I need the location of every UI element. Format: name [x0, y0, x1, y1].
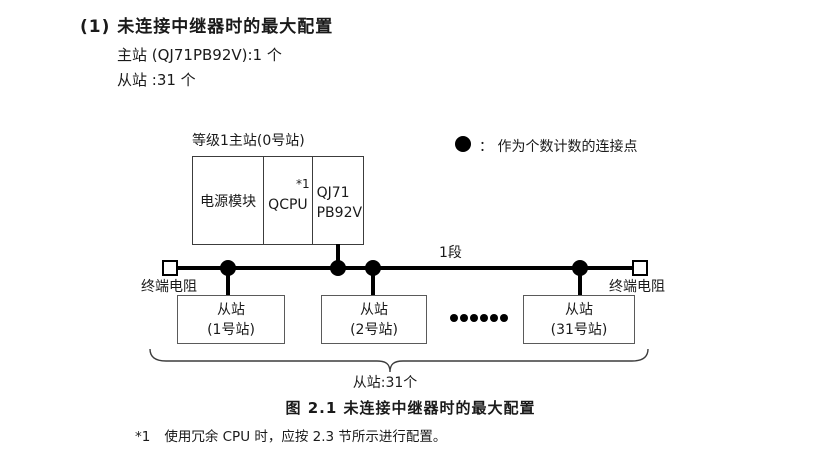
slave-station-31-box: 从站 (31号站)	[523, 295, 635, 344]
connection-dot-slave1	[220, 260, 236, 276]
module-name-line1: QJ71	[316, 185, 350, 201]
connection-dot-slave31	[572, 260, 588, 276]
figure-caption: 图 2.1 未连接中继器时的最大配置	[285, 399, 536, 417]
brace-under-slaves	[149, 348, 649, 373]
section-title: (1) 未连接中继器时的最大配置	[80, 17, 334, 37]
segment-label: 1段	[439, 245, 462, 261]
slave-1-line2: (1号站)	[207, 321, 255, 338]
terminating-resistor-left-label: 终端电阻	[141, 279, 197, 295]
slave-2-line2: (2号站)	[350, 321, 398, 338]
drop-line-master	[336, 244, 340, 268]
drop-line-slave31	[578, 270, 582, 296]
footnote-marker: *1	[135, 429, 151, 445]
slave-31-line2: (31号站)	[550, 321, 608, 338]
drop-line-slave1	[226, 270, 230, 296]
slave-31-line1: 从站	[565, 301, 593, 318]
footnote-text: 使用冗余 CPU 时，应按 2.3 节所示进行配置。	[164, 429, 447, 445]
ellipsis-dots-icon	[450, 314, 508, 322]
slave-station-1-box: 从站 (1号站)	[177, 295, 285, 344]
slave-station-2-box: 从站 (2号站)	[321, 295, 427, 344]
slave-2-line1: 从站	[360, 301, 388, 318]
power-module-cell: 电源模块	[193, 157, 265, 244]
master-station-box: 电源模块 *1 QCPU QJ71 PB92V	[192, 156, 364, 245]
cpu-label: QCPU	[268, 197, 308, 213]
slave-1-line1: 从站	[217, 301, 245, 318]
connection-point-dot-icon	[455, 136, 471, 152]
master-station-label: 等级1主站(0号站)	[192, 133, 305, 149]
pb92v-module-cell: QJ71 PB92V	[313, 157, 363, 244]
terminating-resistor-right-icon	[632, 260, 648, 276]
terminating-resistor-left-icon	[162, 260, 178, 276]
master-count-line: 主站 (QJ71PB92V):1 个	[117, 46, 282, 64]
brace-label: 从站:31个	[352, 375, 418, 391]
drop-line-slave2	[371, 270, 375, 296]
slave-count-line: 从站 :31 个	[117, 71, 196, 89]
cpu-footnote-marker: *1	[295, 177, 310, 191]
legend-text: ： 作为个数计数的连接点	[479, 139, 638, 155]
bus-line	[176, 266, 634, 270]
connection-dot-slave2	[365, 260, 381, 276]
module-name-line2: PB92V	[316, 205, 363, 221]
cpu-cell: *1 QCPU	[264, 157, 313, 244]
footnote: *1 使用冗余 CPU 时，应按 2.3 节所示进行配置。	[135, 425, 446, 445]
terminating-resistor-right-label: 终端电阻	[609, 279, 665, 295]
connection-dot-master	[330, 260, 346, 276]
